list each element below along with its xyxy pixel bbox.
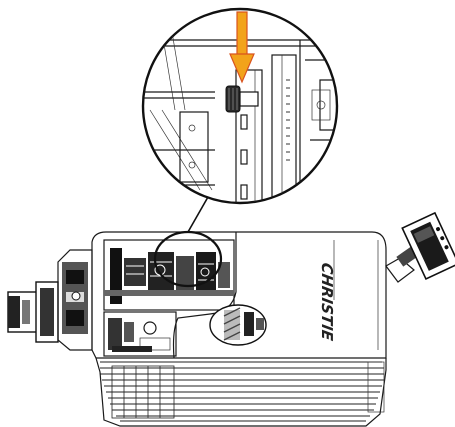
brand-logo: CHRISTIE [318, 261, 336, 342]
lower-detail-circle [209, 304, 267, 346]
display-panel-arm [385, 211, 455, 283]
zoom-right-rails [271, 40, 337, 203]
zoom-detail-callout [141, 7, 339, 205]
left-vent-grid [111, 365, 175, 419]
zoom-rail [235, 69, 263, 203]
service-panel-interior [103, 239, 235, 357]
down-arrow-icon [229, 11, 255, 84]
callout-leader-line [187, 196, 209, 233]
callout-target-circle [153, 230, 223, 288]
side-vent-ridges [100, 361, 384, 422]
brand-text: CHRISTIE [318, 261, 336, 342]
projector-body [91, 231, 387, 427]
thumbscrew-knob [225, 85, 259, 113]
lens-assembly [7, 249, 93, 351]
